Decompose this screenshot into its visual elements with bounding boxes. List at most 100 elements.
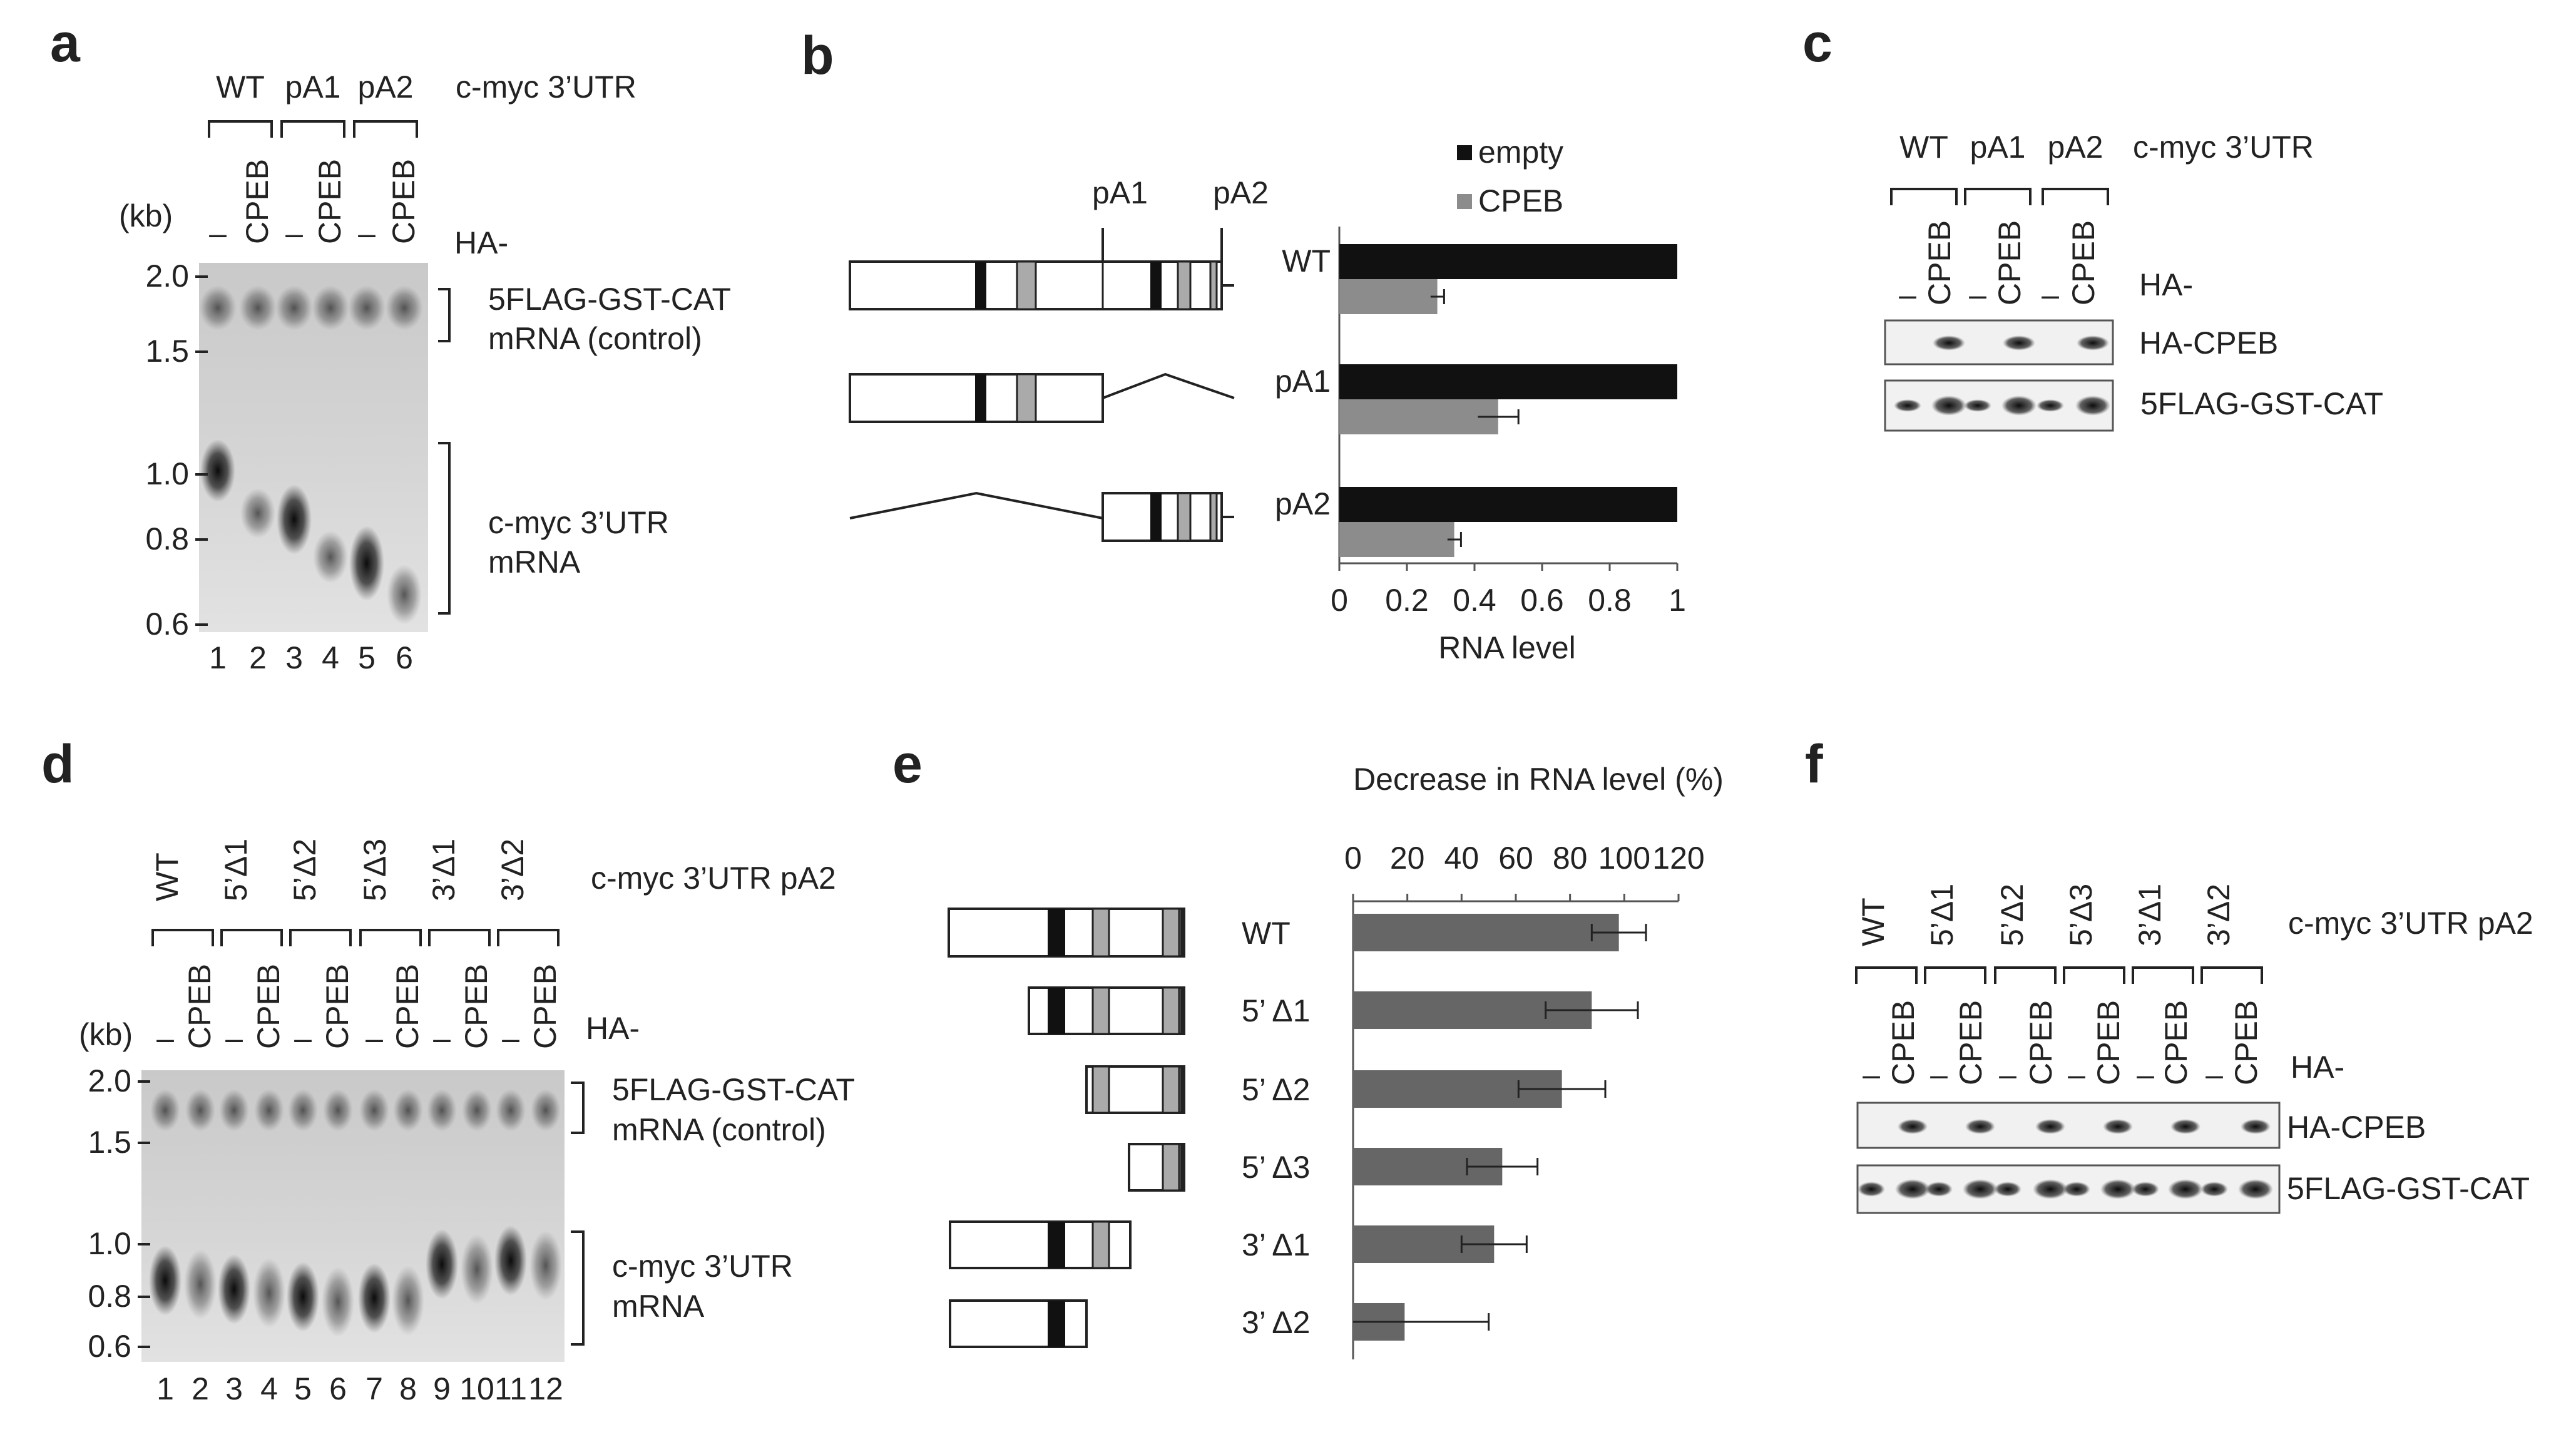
lane-label-dash: – [1863,1057,1880,1092]
construct-wt [849,260,1234,310]
gel-band-cmyc [277,484,312,555]
panel-b-category-label: WT [1282,243,1331,279]
construct-e-3d2 [949,1299,1088,1348]
panel-b-x-tick-label: 0.4 [1453,583,1496,618]
panel-c-blot-loading [1884,379,2114,432]
gel-band-cmyc [218,1254,250,1324]
panel-d-construct-label: c-myc 3’UTR pA2 [591,861,836,896]
gel-band-control [150,1089,180,1132]
gel-band-control [254,1089,284,1132]
gel-band-control [239,285,277,330]
construct-pa1 [849,372,1235,423]
lane-label-dash: – [1930,1057,1948,1092]
gel-band-control [427,1089,457,1132]
panel-b-x-tick-label: 0.6 [1520,583,1564,618]
lane-number: 5 [358,640,376,675]
panel-e-category-label: 3’ Δ1 [1242,1227,1310,1262]
group-bracket [151,929,214,946]
panel-c-letter: c [1802,13,1832,73]
gel-band-control [312,285,349,330]
panel-b-bar-cpeb [1339,279,1438,314]
size-marker-label: 1.0 [88,1226,131,1261]
panel-d-band-label-1-line2: mRNA (control) [612,1112,826,1147]
blot-band-loading [1895,1179,1930,1199]
size-marker-label: 0.8 [145,521,189,556]
gel-band-control [219,1089,249,1132]
panel-b-bar-cpeb [1339,399,1498,434]
gel-band-cmyc [426,1229,458,1299]
panel-a-band-label-1-line2: mRNA (control) [488,321,702,356]
lane-label-cpeb: CPEB [251,964,286,1049]
panel-c-ha-label: HA- [2139,267,2193,302]
group-label: pA1 [285,69,341,105]
panel-a-gel [199,263,428,632]
blot-band-ha [1965,1119,1995,1134]
panel-f-construct-label: c-myc 3’UTR pA2 [2288,906,2533,941]
group-label: 5’Δ2 [1995,884,2030,946]
panel-e-title: Decrease in RNA level (%) [1353,762,1724,797]
panel-d-lane-labels: –CPEB–CPEB–CPEB–CPEB–CPEB–CPEB [156,964,563,1056]
panel-b-x-tick-label: 0.2 [1385,583,1429,618]
panel-a-kb-label: (kb) [119,198,173,233]
group-bracket [289,929,352,946]
blot-band-loading [1931,396,1966,416]
panel-e-x-tick-label: 20 [1390,841,1425,876]
lane-label-cpeb: CPEB [459,964,494,1049]
panel-f-blot-label-ha: HA-CPEB [2287,1110,2426,1145]
group-label: WT [1856,898,1891,946]
size-marker-label: 1.5 [145,334,189,369]
panel-e-category-label: 5’ Δ2 [1242,1072,1310,1107]
panel-b-bar-cpeb [1339,522,1454,557]
blot-band-ha [2170,1119,2200,1134]
gel-band-cmyc [387,565,422,625]
panel-b-bar-empty [1339,244,1677,279]
group-bracket [220,929,283,946]
lane-label-cpeb: CPEB [1922,220,1957,305]
lane-label-cpeb: CPEB [240,159,275,244]
gel-band-cmyc [529,1230,562,1301]
size-marker-label: 2.0 [145,258,189,294]
panel-e-category-label: WT [1242,916,1291,951]
group-bracket [2042,188,2109,205]
panel-f-ha-label: HA- [2291,1050,2344,1085]
construct-e-5d2 [1085,1065,1185,1114]
lane-label-dash: – [433,1021,451,1056]
panel-a-size-markers: 2.01.51.00.80.6 [145,258,208,642]
lane-label-dash: – [2068,1057,2085,1092]
lane-label-dash: – [365,1021,383,1056]
group-bracket [497,929,560,946]
group-label: WT [216,69,265,105]
lane-number: 4 [322,640,339,675]
blot-band-loading [1894,399,1921,412]
site-label-pa2: pA2 [1213,175,1269,210]
lane-number: 3 [285,640,303,675]
blot-band-loading [1964,399,1991,412]
panel-d-band-label-1-line1: 5FLAG-GST-CAT [612,1072,855,1107]
lane-number: 5 [294,1371,312,1406]
panel-e-category-label: 5’ Δ3 [1242,1150,1310,1185]
panel-d-ha-label: HA- [586,1011,640,1046]
lane-label-dash: – [156,1021,174,1056]
lane-label-cpeb: CPEB [528,964,563,1049]
panel-d-band-label-2-line2: mRNA [612,1289,705,1324]
blot-band-loading [2132,1182,2159,1197]
group-label: pA2 [358,69,414,105]
blot-band-loading [2063,1182,2090,1197]
construct-e-wt [948,908,1185,958]
gel-band-control [288,1089,318,1132]
lane-label-cpeb: CPEB [312,159,347,244]
lane-number: 4 [260,1371,278,1406]
panel-e-x-tick-label: 60 [1498,841,1533,876]
panel-a-bracket-cmyc [438,442,451,615]
group-bracket [280,120,345,138]
panel-d-band-label-2-line1: c-myc 3’UTR [612,1249,793,1284]
size-marker-label: 0.8 [88,1279,131,1314]
group-bracket [2200,966,2263,984]
gel-band-cmyc [184,1249,217,1319]
